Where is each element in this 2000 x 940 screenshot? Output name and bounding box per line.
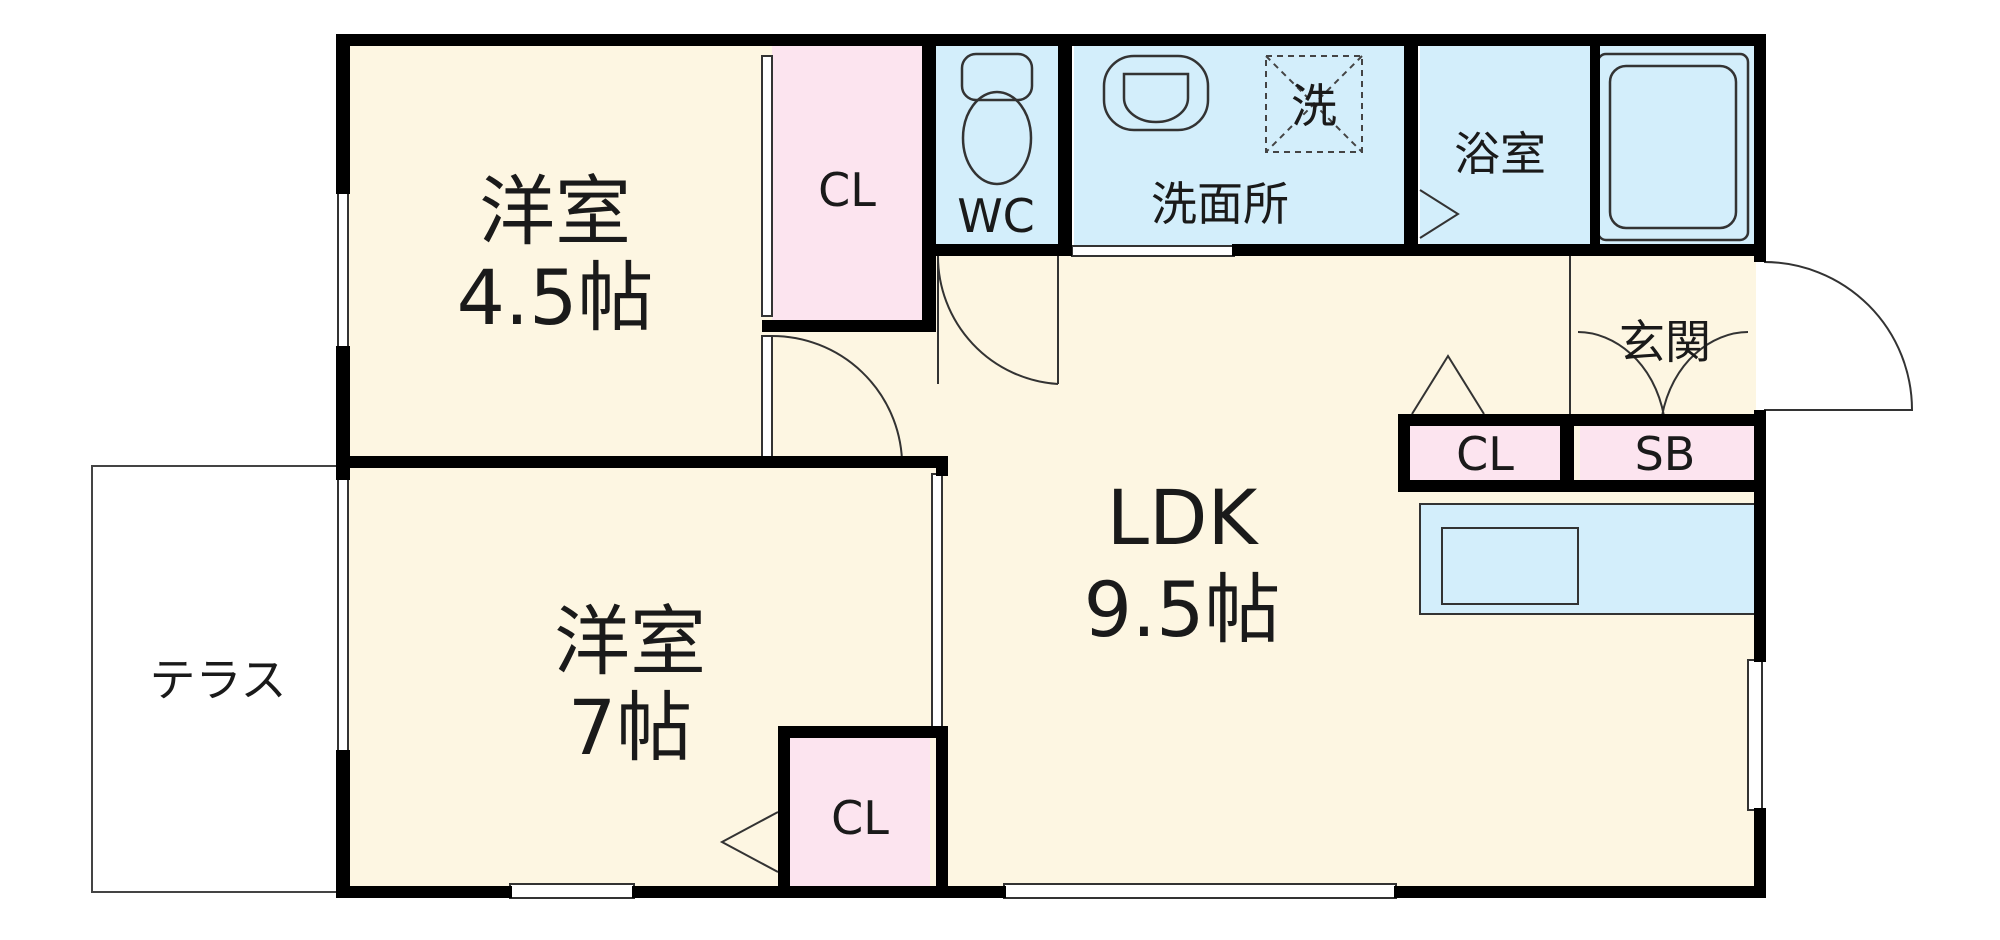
terrace-area [91, 465, 343, 893]
door-swing-toilet [936, 255, 1059, 385]
laundry-cross-b [1265, 55, 1363, 153]
door-swing-small-room [771, 334, 903, 461]
toilet-label: WC [957, 189, 1035, 243]
kitchen-sink [1441, 527, 1579, 605]
door-swing-entrance [1763, 261, 1914, 411]
shoe-box-label: SB [1635, 427, 1696, 481]
closet-small-room-area [772, 44, 922, 320]
western-room-large-size: 7帖 [568, 683, 692, 772]
western-room-small-name: 洋室 [479, 167, 631, 256]
bath-door-mark [1419, 189, 1460, 239]
laundry-label: 洗 [1291, 79, 1337, 133]
closet-door-mark-ldk [1411, 354, 1485, 415]
toilet-tank [960, 52, 1034, 102]
washroom-area [1074, 44, 1406, 246]
ldk-size: 9.5帖 [1084, 565, 1281, 654]
bathroom-label: 浴室 [1454, 127, 1546, 181]
closet-large-room-area [790, 738, 930, 892]
entrance-step-mark-right [1661, 331, 1749, 417]
washroom-label: 洗面所 [1151, 177, 1289, 231]
walls [336, 34, 1766, 898]
toilet-area [932, 44, 1060, 246]
toilet-bowl [961, 90, 1033, 186]
washbasin [1102, 54, 1210, 132]
entrance-label: 玄関 [1619, 315, 1711, 369]
ldk-name: LDK [1107, 473, 1260, 562]
western-room-small-floor [342, 44, 772, 460]
washbasin-bowl [1122, 72, 1190, 124]
western-room-small-size: 4.5帖 [457, 253, 654, 342]
closet-entrance-label: CL [1456, 427, 1514, 481]
shoe-box-area [1580, 424, 1756, 480]
closet-door-mark-large-room [719, 811, 779, 873]
closet-entrance-area [1410, 424, 1560, 480]
western-room-large-name: 洋室 [554, 597, 706, 686]
terrace-label: テラス [149, 653, 286, 707]
closet-small-room-label: CL [818, 163, 876, 217]
laundry-space [1265, 55, 1363, 153]
closet-large-room-label: CL [831, 791, 889, 845]
entrance-step-mark-left [1577, 331, 1665, 417]
bathtub-inner [1608, 64, 1738, 230]
bathroom-area [1420, 44, 1756, 246]
